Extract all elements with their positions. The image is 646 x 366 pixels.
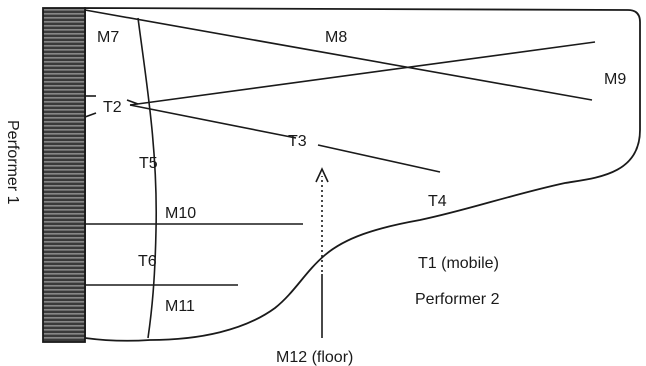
label-t3: T3	[288, 133, 307, 150]
tick-t2-left-lower	[84, 112, 97, 118]
line-t2-t3	[129, 104, 297, 139]
label-m12-floor: M12 (floor)	[276, 349, 353, 366]
line-m8	[84, 9, 593, 101]
label-m9: M9	[604, 71, 626, 88]
label-t2: T2	[103, 99, 122, 116]
curve-t5-t6	[137, 17, 158, 339]
tick-t2-right	[126, 99, 139, 105]
label-t1: T1 (mobile)	[418, 255, 499, 272]
label-m11: M11	[165, 298, 195, 315]
label-t5: T5	[139, 155, 158, 172]
piano-keyboard	[42, 7, 86, 343]
label-t6: T6	[138, 253, 157, 270]
floor-mic-arrowhead	[315, 167, 329, 183]
piano-outline	[84, 7, 641, 342]
line-t2-m9	[129, 41, 596, 106]
label-performer-1: Performer 1	[4, 120, 21, 205]
line-t3-t4	[317, 144, 441, 173]
label-m7: M7	[97, 29, 119, 46]
label-m8: M8	[325, 29, 347, 46]
label-m10: M10	[165, 205, 196, 222]
label-performer-2: Performer 2	[415, 291, 500, 308]
label-t4: T4	[428, 193, 447, 210]
